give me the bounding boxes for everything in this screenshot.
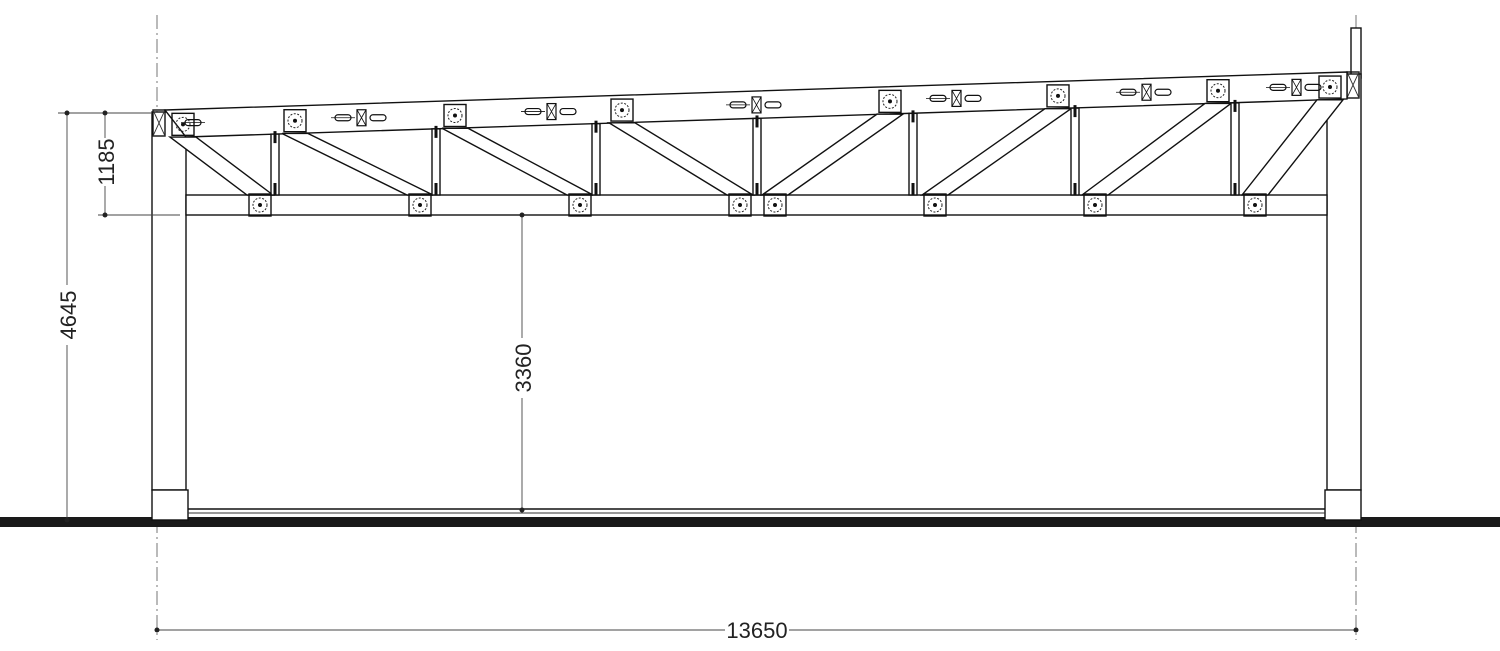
gusset-plate [1243, 193, 1267, 217]
left-column [151, 109, 189, 521]
bolt-circle [175, 116, 191, 132]
truss-diagonal [606, 122, 756, 196]
truss-diagonal [919, 107, 1074, 196]
vertical-clip [273, 131, 277, 144]
gusset-plate [1046, 84, 1070, 108]
truss-diagonal [1240, 99, 1345, 196]
bolt-circle [1322, 79, 1338, 95]
ground-slab [0, 517, 1500, 527]
vertical-clip [594, 183, 598, 195]
vertical-clip [911, 110, 915, 123]
gusset-plate [171, 112, 195, 137]
node-pin [578, 203, 582, 207]
vertical-clip [755, 115, 759, 128]
splice-box-cross [951, 90, 962, 107]
bolt-slot [1304, 83, 1322, 91]
vertical-clip [1073, 183, 1077, 195]
dimension-span: 13650 [154, 618, 1359, 643]
dimension-label-4645: 4645 [56, 291, 81, 340]
truss-diagonal [759, 113, 906, 196]
node-pin [738, 203, 742, 207]
truss-vertical [908, 112, 918, 196]
bolt-circle [927, 197, 943, 213]
truss-vertical [1070, 107, 1080, 196]
node-pin [1328, 85, 1332, 90]
dimension-label-13650: 13650 [726, 618, 787, 643]
splice-box-cross [1291, 79, 1302, 96]
vertical-clip [434, 183, 438, 195]
gusset-plate [728, 193, 752, 217]
node-pin [1216, 88, 1220, 93]
dimension-label-3360: 3360 [511, 344, 536, 393]
truss-diagonal [441, 127, 594, 196]
node-pin [258, 203, 262, 207]
gusset-plate [1206, 78, 1230, 103]
bolt-circle [732, 197, 748, 213]
dimension-total-height: 4645 [55, 110, 152, 523]
gusset-plate [923, 193, 947, 217]
truss-diagonal [281, 132, 434, 196]
bolt-circle [1247, 197, 1263, 213]
node-pin [1056, 93, 1060, 98]
bolt-circle [252, 197, 268, 213]
gusset-plate [610, 98, 634, 122]
bolt-slot [964, 94, 982, 103]
bolt-circle [1210, 83, 1226, 99]
node-pin [620, 108, 624, 113]
vertical-clip [434, 125, 438, 138]
bolt-slot [559, 107, 577, 116]
vertical-clip [273, 183, 277, 195]
bolt-circle [1087, 197, 1103, 213]
node-pin [453, 113, 457, 118]
vertical-clip [1233, 183, 1237, 195]
node-pin [933, 203, 937, 207]
bolt-slot [764, 101, 782, 109]
gusset-plate [878, 89, 902, 114]
gusset-plate [1083, 193, 1107, 217]
bolt-circle [1050, 88, 1066, 104]
bottom-chord [185, 194, 1328, 216]
gusset-plate [1318, 75, 1342, 99]
vertical-clip [755, 183, 759, 195]
splice-box-cross [1141, 84, 1152, 101]
node-pin [1253, 203, 1257, 207]
vertical-clip [594, 120, 598, 133]
vertical-clip [911, 183, 915, 195]
gusset-plate [283, 108, 307, 133]
gusset-plate [408, 193, 432, 217]
gusset-plate [763, 193, 787, 217]
bolt-circle [572, 197, 588, 213]
node-pin [418, 203, 422, 207]
gusset-plate [443, 103, 467, 128]
bolt-slot [1154, 88, 1172, 96]
node-pin [773, 203, 777, 207]
bolt-slot [369, 114, 387, 122]
node-pin [1093, 203, 1097, 207]
node-pin [293, 118, 297, 123]
truss-vertical [1230, 102, 1240, 196]
splice-box-cross [546, 103, 557, 120]
dimension-truss-depth: 1185 [93, 110, 180, 218]
vertical-clip [1073, 105, 1077, 118]
dimension-label-1185: 1185 [94, 138, 119, 185]
node-pin [181, 122, 185, 127]
bolt-circle [882, 93, 898, 109]
dimension-clear-height: 3360 [510, 212, 536, 513]
splice-box-cross [356, 109, 367, 126]
bolt-circle [447, 107, 463, 123]
node-pin [888, 99, 892, 104]
bolt-circle [287, 113, 303, 129]
gusset-plate [248, 193, 272, 217]
gusset-plate [568, 193, 592, 217]
truss-diagonal [1079, 102, 1234, 196]
splice-box-cross [751, 96, 762, 114]
vertical-clip [1233, 99, 1237, 112]
bolt-circle [412, 197, 428, 213]
bolt-circle [767, 197, 783, 213]
bolt-circle [614, 102, 630, 118]
